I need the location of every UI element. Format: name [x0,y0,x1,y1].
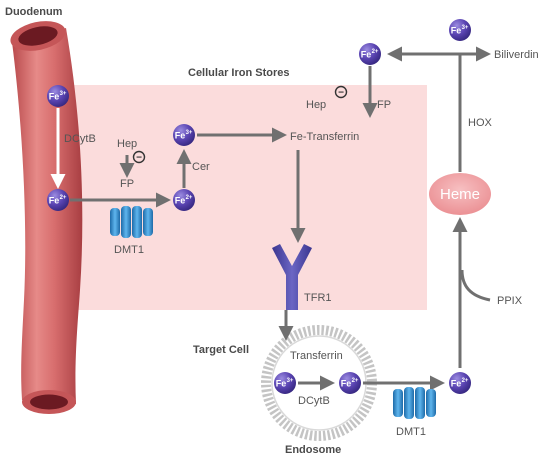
svg-text:Fe: Fe [451,379,462,389]
inhibition-icon-left: − [132,150,146,164]
fe3-ion-enterocyte: Fe 3+ [173,124,195,146]
svg-text:3+: 3+ [60,91,67,97]
duodenum-vessel [10,21,83,414]
fe2-ion-duodenum: Fe 2+ [47,189,69,211]
dcytb-vessel-label: DCytB [64,133,96,145]
svg-text:Fe: Fe [175,131,186,141]
fe2-ion-top: Fe 2+ [359,43,381,65]
fp-top-label: FP [377,99,391,111]
cellular-iron-stores-region [55,85,427,310]
hox-label: HOX [468,117,493,129]
ppix-label: PPIX [497,295,523,307]
cer-label: Cer [192,161,210,173]
fe3-ion-endosome: Fe 3+ [274,372,296,394]
fe3-ion-duodenum: Fe 3+ [47,85,69,107]
fe3-ion-top: Fe 3+ [449,19,471,41]
svg-text:−: − [338,88,344,99]
inhibition-icon-top: − [334,85,348,99]
svg-text:Fe: Fe [341,379,352,389]
svg-text:Fe: Fe [361,50,372,60]
endosome-label: Endosome [285,444,341,456]
svg-text:2+: 2+ [352,378,359,384]
dmt1-transporter-right [393,387,436,419]
svg-text:Fe: Fe [175,196,186,206]
cellular-iron-stores-label: Cellular Iron Stores [188,67,289,79]
svg-text:3+: 3+ [287,378,294,384]
svg-text:Fe: Fe [276,379,287,389]
transferrin-label: Transferrin [290,350,343,362]
svg-text:2+: 2+ [186,195,193,201]
fe-transferrin-label: Fe-Transferrin [290,131,359,143]
dmt1-right-label: DMT1 [396,426,426,438]
svg-text:2+: 2+ [462,378,469,384]
svg-text:−: − [136,153,142,164]
svg-text:3+: 3+ [186,130,193,136]
fe2-ion-enterocyte: Fe 2+ [173,189,195,211]
tfr1-label: TFR1 [304,292,332,304]
dmt1-transporter-left [110,206,153,238]
heme-node [429,173,491,215]
tfr1-receptor [272,244,312,310]
target-cell-label: Target Cell [193,344,249,356]
svg-text:2+: 2+ [372,49,379,55]
svg-text:3+: 3+ [462,25,469,31]
duodenum-label: Duodenum [5,6,63,18]
fe2-ion-endosome: Fe 2+ [339,372,361,394]
dmt1-left-label: DMT1 [114,244,144,256]
heme-label: Heme [440,186,480,203]
svg-text:Fe: Fe [451,26,462,36]
svg-text:Fe: Fe [49,92,60,102]
svg-text:2+: 2+ [60,195,67,201]
hep-top-label: Hep [306,99,326,111]
ppix-curve [460,269,491,302]
fe2-ion-export: Fe 2+ [449,372,471,394]
biliverdin-label: Biliverdin [494,49,539,61]
hep-left-label: Hep [117,138,137,150]
fp-left-label: FP [120,178,134,190]
svg-text:Fe: Fe [49,196,60,206]
dcytb-endosome-label: DCytB [298,395,330,407]
